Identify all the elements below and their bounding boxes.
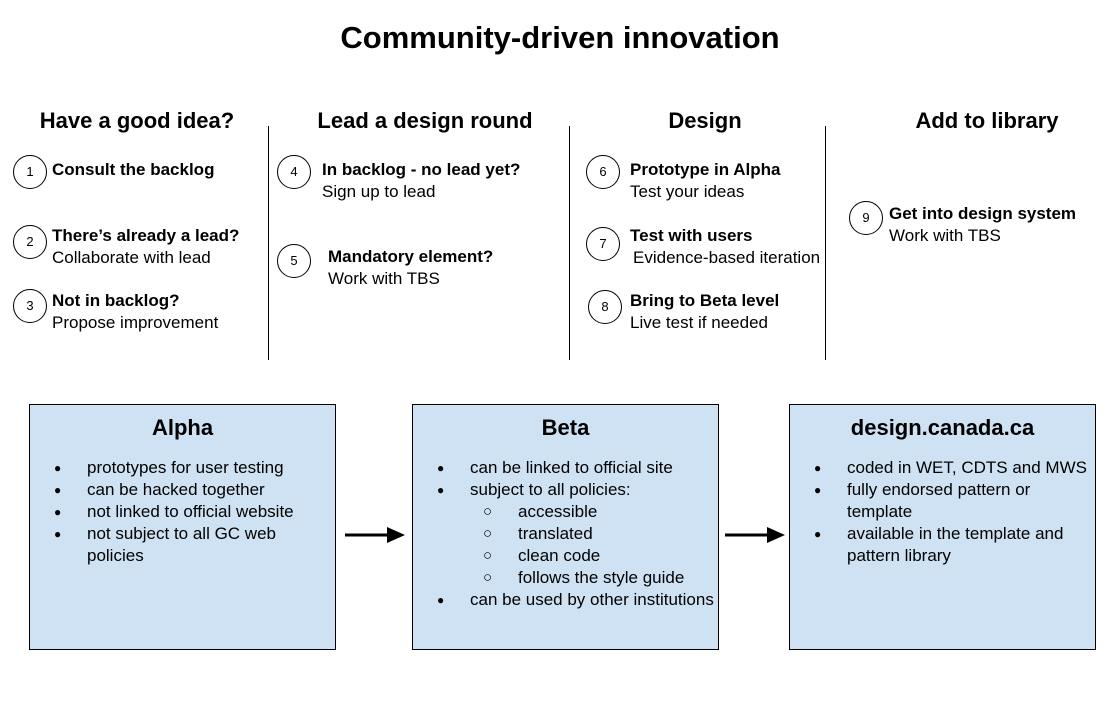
stage-title: Beta	[541, 415, 590, 440]
stage-title: design.canada.ca	[850, 415, 1035, 440]
column-divider	[825, 126, 826, 360]
stage-bullet-list: prototypes for user testing can be hacke…	[30, 457, 337, 567]
stage-box-alpha: Alpha prototypes for user testing can be…	[29, 404, 336, 650]
step-description: Work with TBS	[328, 269, 440, 288]
column-heading-idea: Have a good idea?	[39, 108, 235, 133]
step-title: Test with users	[630, 226, 753, 245]
sub-bullet-item: accessible	[413, 501, 718, 523]
column-heading-design: Design	[668, 108, 742, 133]
stage-bullet-list: coded in WET, CDTS and MWS fully endorse…	[790, 457, 1097, 567]
sub-bullet-item: follows the style guide	[413, 567, 718, 589]
step-title: In backlog - no lead yet?	[322, 160, 521, 179]
bullet-item: not linked to official website	[30, 501, 337, 523]
step-number: 8	[588, 290, 622, 324]
step-title: There’s already a lead?	[52, 226, 240, 245]
step-title: Not in backlog?	[52, 291, 180, 310]
step-description: Propose improvement	[52, 313, 219, 332]
step-title: Get into design system	[889, 204, 1077, 223]
column-heading-library: Add to library	[915, 108, 1059, 133]
sub-bullet-item: clean code	[413, 545, 718, 567]
bullet-item: available in the template and pattern li…	[790, 523, 1097, 567]
step-8: Bring to Beta level Live test if needed	[630, 290, 779, 334]
stage-title: Alpha	[151, 415, 214, 440]
step-number: 1	[13, 155, 47, 189]
step-number: 5	[277, 244, 311, 278]
step-description: Test your ideas	[630, 182, 745, 201]
bullet-item: can be hacked together	[30, 479, 337, 501]
step-title: Bring to Beta level	[630, 291, 780, 310]
step-6: Prototype in Alpha Test your ideas	[630, 159, 781, 203]
step-4: In backlog - no lead yet? Sign up to lea…	[322, 159, 520, 203]
bullet-item: subject to all policies:	[413, 479, 720, 501]
step-description: Evidence-based iteration	[633, 248, 821, 267]
diagram-title: Community-driven innovation	[340, 20, 780, 55]
step-title: Consult the backlog	[52, 160, 215, 179]
step-description: Sign up to lead	[322, 182, 436, 201]
bullet-item: fully endorsed pattern or template	[790, 479, 1097, 523]
step-title: Mandatory element?	[328, 247, 494, 266]
step-number: 4	[277, 155, 311, 189]
step-5: Mandatory element? Work with TBS	[328, 246, 493, 290]
step-description: Collaborate with lead	[52, 248, 211, 267]
step-number: 6	[586, 155, 620, 189]
step-description: Live test if needed	[630, 313, 768, 332]
bullet-item: prototypes for user testing	[30, 457, 337, 479]
arrow-right-icon	[345, 527, 405, 543]
step-number: 9	[849, 201, 883, 235]
bullet-item: can be linked to official site	[413, 457, 720, 479]
bullet-item: can be used by other institutions	[413, 589, 720, 611]
bullet-item: not subject to all GC web policies	[30, 523, 337, 567]
step-description: Work with TBS	[889, 226, 1001, 245]
step-number: 2	[13, 225, 47, 259]
stage-bullet-list: can be linked to official site subject t…	[413, 457, 720, 611]
step-2: There’s already a lead? Collaborate with…	[52, 225, 239, 269]
bullet-item: coded in WET, CDTS and MWS	[790, 457, 1097, 479]
stage-box-design-canada: design.canada.ca coded in WET, CDTS and …	[789, 404, 1096, 650]
step-9: Get into design system Work with TBS	[889, 203, 1076, 247]
step-3: Not in backlog? Propose improvement	[52, 290, 218, 334]
step-number: 3	[13, 289, 47, 323]
step-title: Prototype in Alpha	[630, 160, 781, 179]
arrow-right-icon	[725, 527, 785, 543]
step-number: 7	[586, 227, 620, 261]
column-divider	[268, 126, 269, 360]
step-1: Consult the backlog	[52, 159, 214, 181]
column-heading-lead: Lead a design round	[317, 108, 533, 133]
stage-box-beta: Beta can be linked to official site subj…	[412, 404, 719, 650]
sub-bullet-item: translated	[413, 523, 718, 545]
step-7: Test with users Evidence-based iteration	[630, 225, 820, 269]
column-divider	[569, 126, 570, 360]
